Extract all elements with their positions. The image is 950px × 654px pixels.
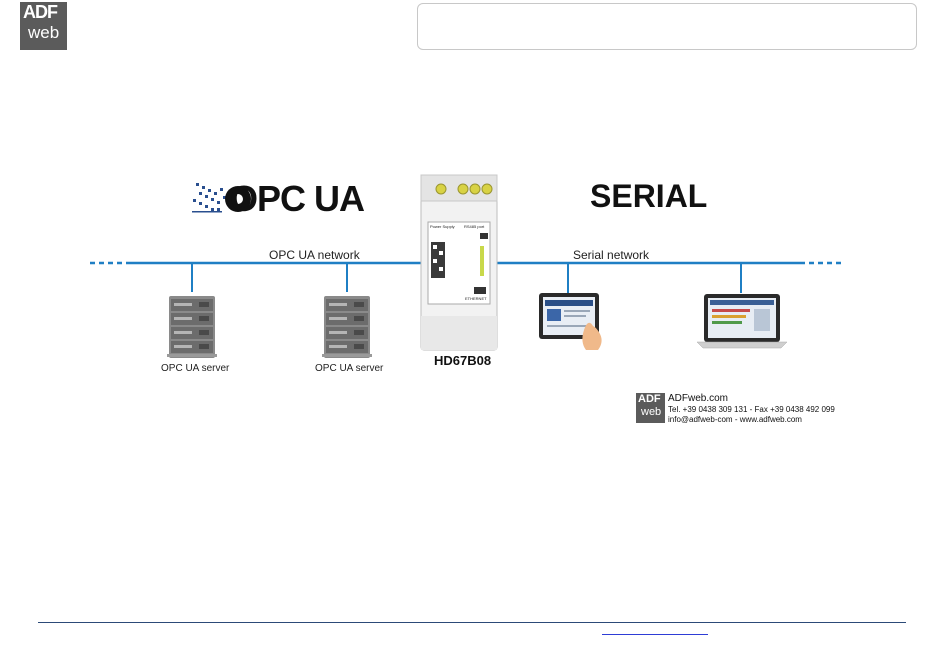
- server-label-2: OPC UA server: [315, 363, 383, 374]
- device-power-label: Power Supply: [430, 224, 455, 229]
- device-model-label: HD67B08: [434, 353, 491, 368]
- contact-phone: Tel. +39 0438 309 131 - Fax +39 0438 492…: [668, 405, 835, 414]
- tablet-icon: [539, 293, 602, 350]
- footer-divider: [38, 622, 906, 623]
- server-icon-2: [322, 296, 372, 358]
- serial-title: SERIAL: [590, 178, 707, 215]
- device-ethernet-label: ETHERNET: [465, 296, 487, 301]
- opcua-title: OPC UA: [230, 178, 364, 220]
- contact-logo-bottom: web: [641, 406, 661, 419]
- footer-link-underline[interactable]: [602, 634, 708, 635]
- server-icon-1: [167, 296, 217, 358]
- gateway-device-icon: [421, 175, 497, 350]
- serial-network-label: Serial network: [573, 248, 649, 262]
- device-port-label: RS485 port: [464, 224, 484, 229]
- laptop-icon: [697, 294, 787, 348]
- contact-email: info@adfweb-com - www.adfweb.com: [668, 415, 802, 424]
- server-label-1: OPC UA server: [161, 363, 229, 374]
- opcua-network-label: OPC UA network: [269, 248, 360, 262]
- contact-site: ADFweb.com: [668, 393, 728, 404]
- contact-logo: ADF web: [636, 393, 665, 423]
- contact-logo-top: ADF: [638, 393, 661, 406]
